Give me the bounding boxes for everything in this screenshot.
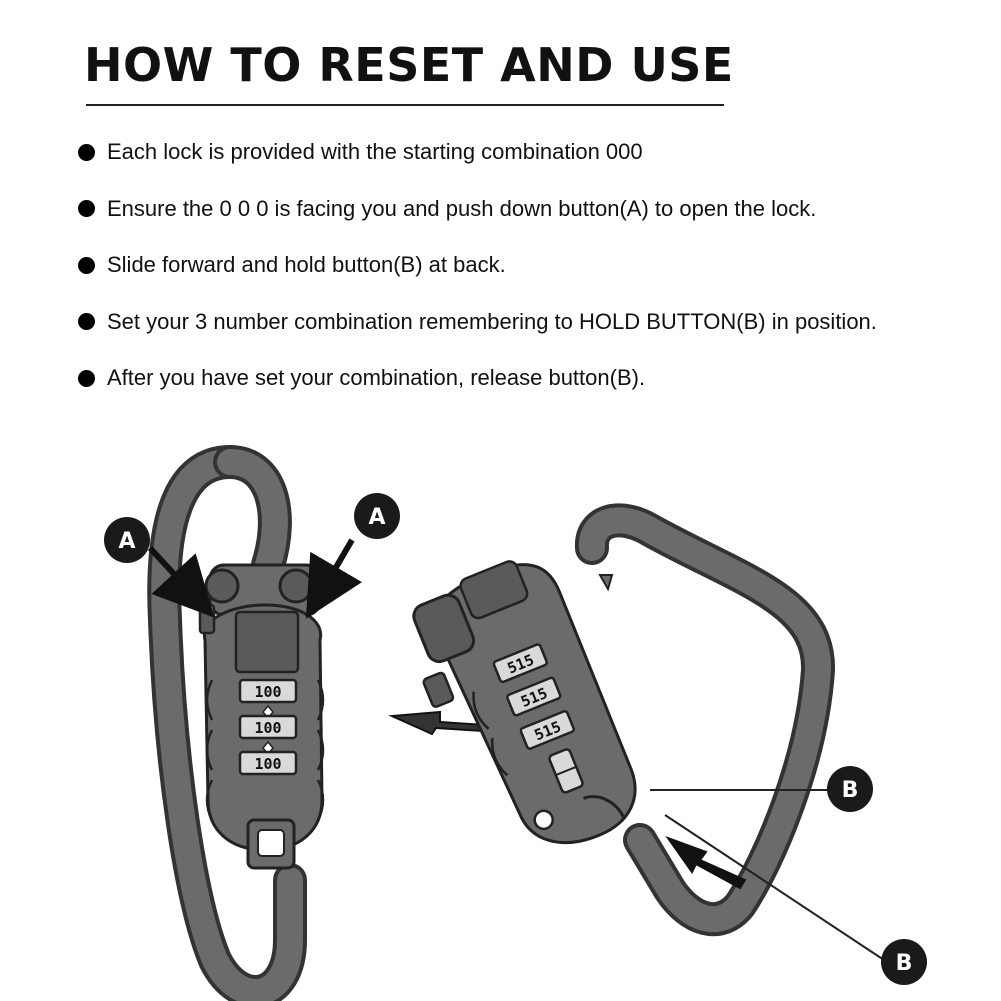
dial-digits: 100 bbox=[254, 755, 281, 773]
instruction-item: Ensure the 0 0 0 is facing you and push … bbox=[78, 193, 877, 225]
bullet-dot-icon bbox=[78, 256, 95, 274]
badge-button-a: A bbox=[104, 517, 150, 563]
badge-button-b: B bbox=[881, 939, 927, 985]
badge-label: B bbox=[896, 951, 913, 976]
instruction-text: Set your 3 number combination rememberin… bbox=[107, 308, 877, 334]
bullet-dot-icon bbox=[78, 313, 95, 330]
instruction-text: Slide forward and hold button(B) at back… bbox=[107, 252, 506, 277]
arrow-pointer-icon bbox=[665, 835, 747, 890]
instruction-text: After you have set your combination, rel… bbox=[107, 365, 646, 390]
dial-digits: 100 bbox=[254, 683, 281, 701]
badge-button-a: A bbox=[354, 493, 400, 539]
instruction-item: Each lock is provided with the starting … bbox=[78, 136, 877, 168]
badge-label: A bbox=[368, 505, 385, 530]
front-carabiner-icon: 100 100 100 bbox=[147, 445, 325, 1001]
badge-label: B bbox=[842, 778, 859, 803]
page-title: HOW TO RESET AND USE bbox=[84, 38, 734, 92]
arrow-pointer-icon bbox=[147, 545, 215, 618]
badge-button-b: B bbox=[827, 766, 873, 812]
instruction-item: Slide forward and hold button(B) at back… bbox=[78, 249, 877, 281]
instruction-text: Ensure the 0 0 0 is facing you and push … bbox=[107, 195, 817, 221]
back-carabiner-icon: 515 515 515 bbox=[412, 503, 835, 937]
bullet-dot-icon bbox=[78, 200, 95, 217]
title-underline bbox=[86, 104, 724, 106]
front-dial-wheels: 100 100 100 bbox=[238, 678, 298, 776]
bullet-dot-icon bbox=[78, 143, 95, 161]
instruction-list: Each lock is provided with the starting … bbox=[78, 136, 877, 419]
badge-label: A bbox=[118, 529, 135, 554]
instruction-item: After you have set your combination, rel… bbox=[78, 362, 877, 394]
dial-digits: 100 bbox=[254, 719, 281, 737]
arrow-pointer-icon bbox=[305, 538, 363, 619]
carabiner-illustration: 100 100 100 A A bbox=[104, 445, 927, 1001]
instruction-text: Each lock is provided with the starting … bbox=[107, 139, 643, 164]
instruction-item: Set your 3 number combination rememberin… bbox=[78, 306, 877, 338]
bullet-dot-icon bbox=[78, 369, 95, 387]
